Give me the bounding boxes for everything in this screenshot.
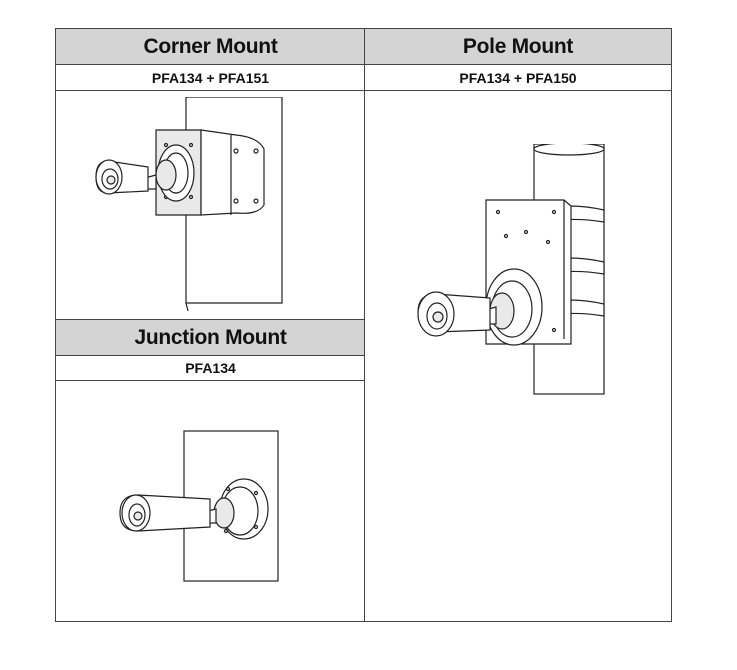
bullet-camera-icon bbox=[119, 494, 235, 532]
mount-table: Corner Mount PFA134 + PFA151 Pole Mount … bbox=[55, 28, 672, 622]
corner-bracket-icon bbox=[155, 97, 283, 312]
junction-mount-parts: PFA134 bbox=[185, 360, 236, 376]
pole-mount-parts-row: PFA134 + PFA150 bbox=[365, 65, 671, 91]
junction-mount-header: Junction Mount bbox=[56, 320, 365, 356]
corner-mount-parts: PFA134 + PFA151 bbox=[151, 69, 270, 86]
divider bbox=[56, 319, 365, 320]
junction-mount-illustration bbox=[119, 430, 279, 582]
pole-mount-header: Pole Mount bbox=[365, 29, 671, 65]
bullet-camera-icon bbox=[95, 144, 195, 202]
junction-mount-title: Junction Mount bbox=[134, 325, 287, 349]
corner-mount-header: Corner Mount bbox=[56, 29, 365, 65]
pole-bracket-icon bbox=[485, 144, 605, 395]
bullet-camera-icon bbox=[417, 268, 543, 346]
pole-mount-parts: PFA134 + PFA150 bbox=[459, 69, 577, 86]
corner-mount-illustration bbox=[95, 97, 283, 312]
pole-mount-title: Pole Mount bbox=[462, 34, 574, 58]
junction-mount-parts-row: PFA134 bbox=[56, 356, 365, 381]
pole-mount-illustration bbox=[417, 144, 605, 395]
divider bbox=[364, 29, 365, 621]
corner-mount-title: Corner Mount bbox=[143, 34, 278, 58]
corner-mount-parts-row: PFA134 + PFA151 bbox=[56, 65, 365, 91]
